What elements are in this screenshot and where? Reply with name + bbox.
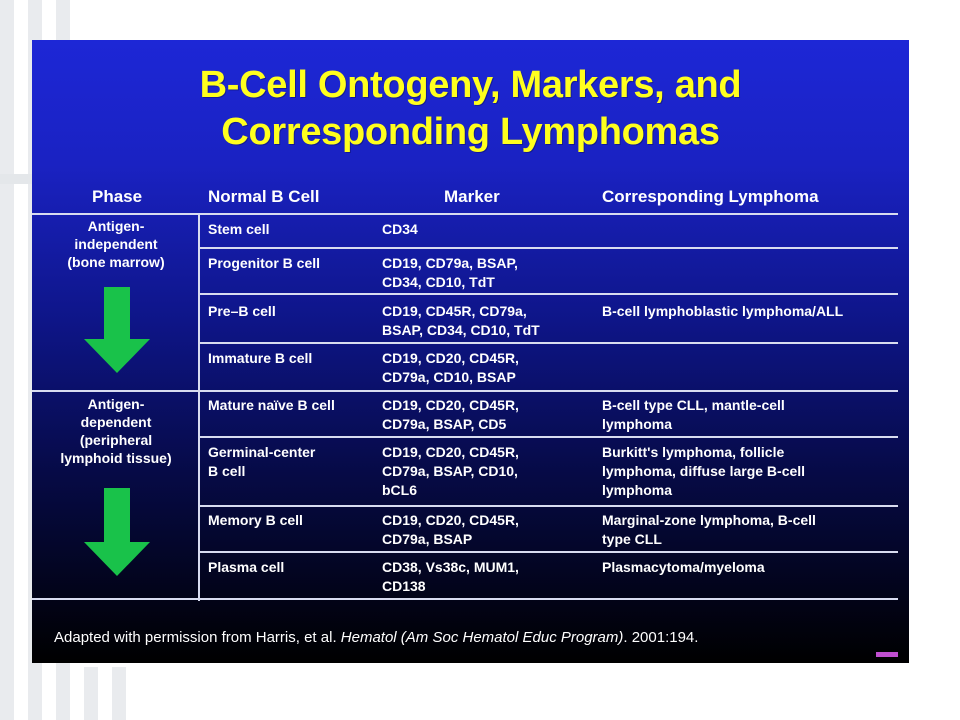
slide: B-Cell Ontogeny, Markers, and Correspond…: [32, 40, 909, 663]
citation-prefix: Adapted with permission from Harris, et …: [54, 629, 341, 646]
table-row-lymphoma: B-cell type CLL, mantle-cell lymphoma: [602, 397, 785, 432]
row-divider: [200, 436, 898, 438]
citation: Adapted with permission from Harris, et …: [54, 629, 698, 646]
table-row-cell: Memory B cell: [208, 512, 303, 528]
table-row-marker: CD19, CD20, CD45R, CD79a, BSAP: [382, 512, 519, 547]
down-arrow-icon: [84, 287, 150, 373]
phase-divider: [32, 390, 898, 392]
table-row-marker: CD19, CD20, CD45R, CD79a, BSAP, CD5: [382, 397, 519, 432]
table-row-cell: Mature naïve B cell: [208, 397, 335, 413]
table-row-cell: Plasma cell: [208, 559, 285, 575]
header-corresponding-lymphoma: Corresponding Lymphoma: [602, 187, 819, 206]
table-row-cell: Germinal-center B cell: [208, 444, 316, 479]
table-row-marker: CD19, CD20, CD45R, CD79a, CD10, BSAP: [382, 350, 519, 385]
phase-label: Antigen- dependent (peripheral lymphoid …: [60, 396, 172, 466]
title-line-2: Corresponding Lymphomas: [221, 111, 720, 153]
title-line-1: B-Cell Ontogeny, Markers, and: [199, 64, 742, 106]
citation-journal: Hematol (Am Soc Hematol Educ Program): [340, 629, 624, 646]
row-divider: [200, 342, 898, 344]
template-stripes-bottom: [0, 667, 960, 720]
slide-title: B-Cell Ontogeny, Markers, and Correspond…: [32, 62, 909, 156]
table-row-lymphoma: Marginal-zone lymphoma, B-cell type CLL: [602, 512, 816, 547]
citation-suffix: . 2001:194.: [623, 629, 699, 646]
phase-antigen-dependent: Antigen- dependent (peripheral lymphoid …: [32, 395, 200, 467]
table-row-marker: CD19, CD45R, CD79a, BSAP, CD34, CD10, Td…: [382, 303, 540, 338]
header-normal-b-cell: Normal B Cell: [208, 187, 320, 206]
table-row-marker: CD19, CD20, CD45R, CD79a, BSAP, CD10, bC…: [382, 444, 519, 498]
template-stripes-horizontal: [0, 120, 960, 210]
row-divider: [200, 247, 898, 249]
table-row-cell: Progenitor B cell: [208, 255, 321, 271]
phase-antigen-independent: Antigen- independent (bone marrow): [32, 217, 200, 271]
phase-label: Antigen- independent (bone marrow): [67, 218, 165, 270]
column-divider: [198, 213, 200, 601]
table-row-marker: CD19, CD79a, BSAP, CD34, CD10, TdT: [382, 255, 518, 290]
decorative-mark: [876, 652, 898, 657]
table-row-lymphoma: B-cell lymphoblastic lymphoma/ALL: [602, 303, 844, 319]
table-bottom: [32, 598, 898, 600]
row-divider: [200, 293, 898, 295]
table-row-lymphoma: Plasmacytoma/myeloma: [602, 559, 765, 575]
row-divider: [200, 551, 898, 553]
table-row-cell: Pre–B cell: [208, 303, 276, 319]
table-row-cell: Immature B cell: [208, 350, 313, 366]
table-row-marker: CD38, Vs38c, MUM1, CD138: [382, 559, 519, 594]
header-divider: [32, 213, 898, 215]
down-arrow-icon: [84, 488, 150, 576]
table-row-lymphoma: Burkitt's lymphoma, follicle lymphoma, d…: [602, 444, 806, 498]
header-phase: Phase: [92, 187, 143, 206]
table-row-cell: Stem cell: [208, 221, 270, 237]
row-divider: [200, 505, 898, 507]
header-marker: Marker: [444, 187, 500, 206]
table-row-marker: CD34: [382, 221, 418, 237]
